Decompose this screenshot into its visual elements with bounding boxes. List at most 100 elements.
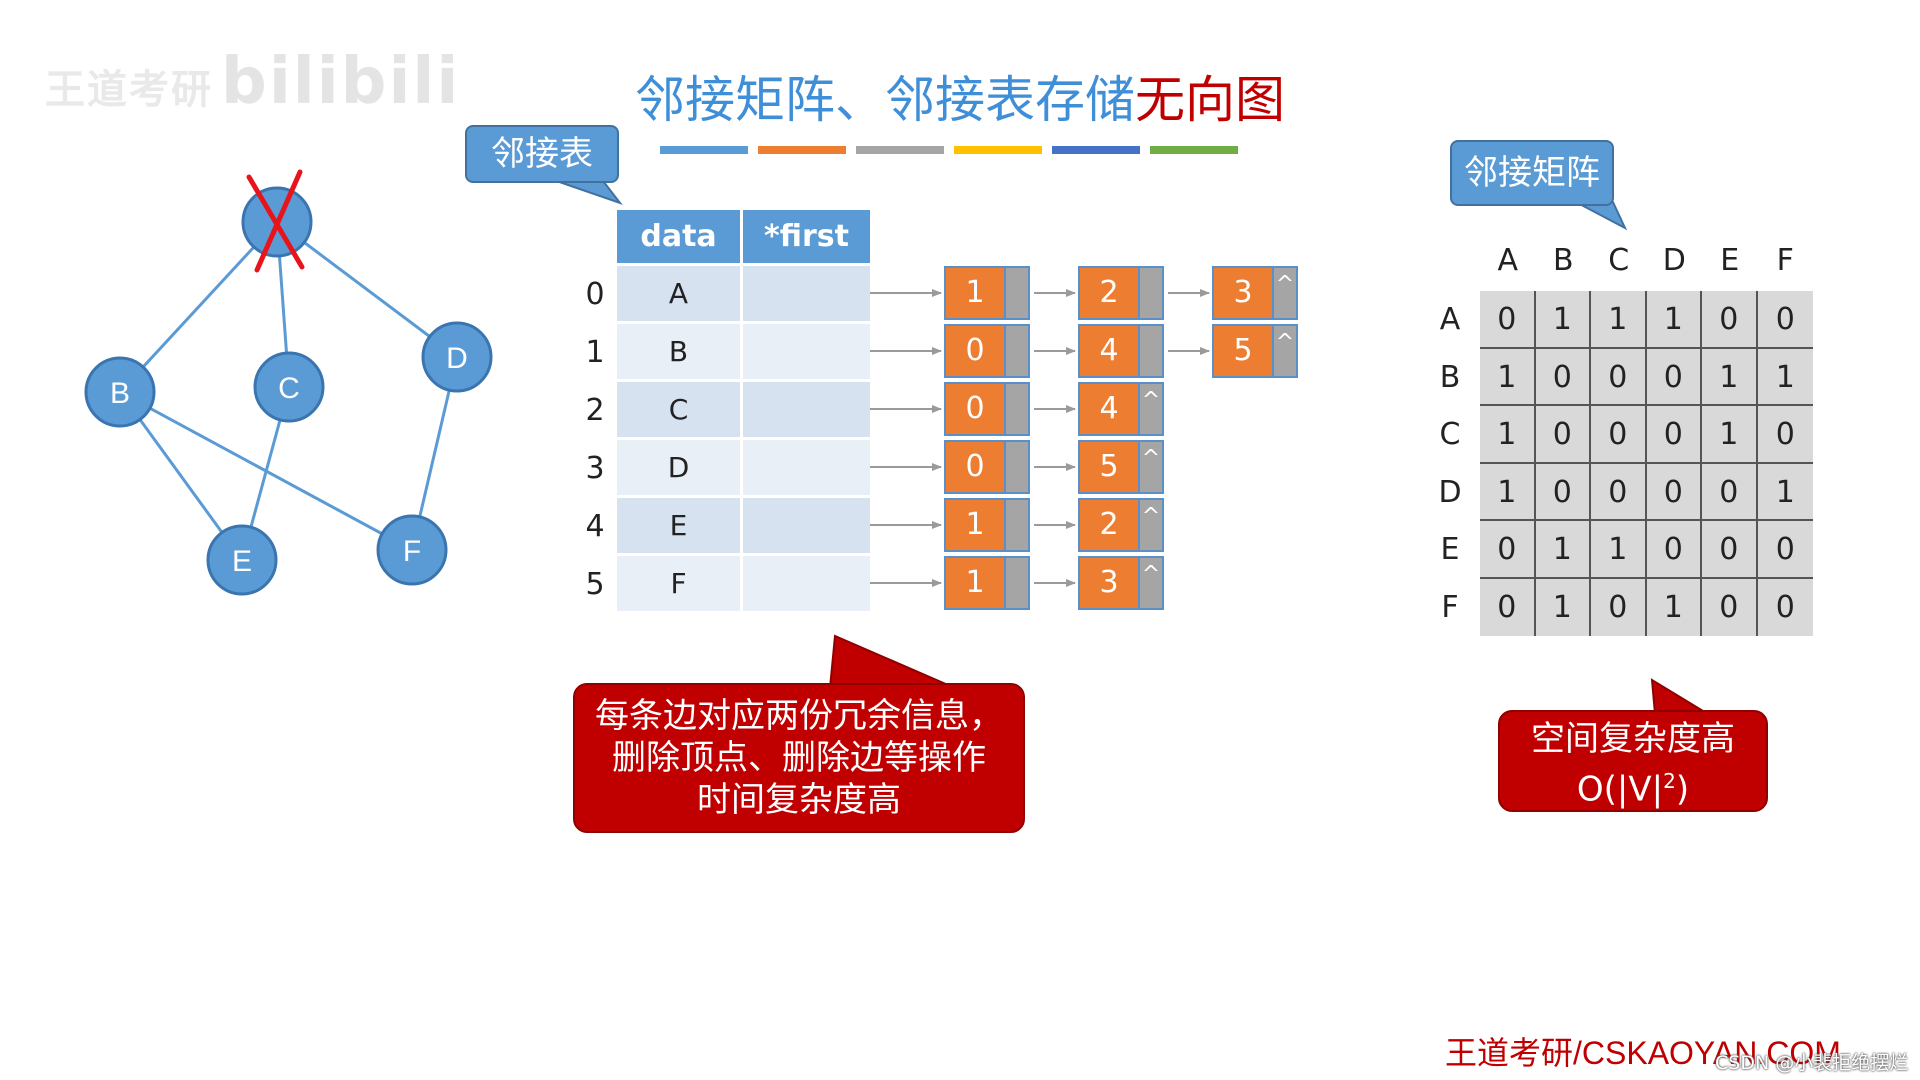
null-pointer: ^ — [1138, 384, 1162, 434]
list-node-adjvex: 5 — [1214, 326, 1272, 376]
matrix-cell: 0 — [1702, 521, 1758, 579]
vertex-label: E — [232, 545, 252, 578]
next-pointer — [1004, 558, 1028, 608]
first-pointer-cell — [743, 382, 870, 437]
adj-matrix-callout: 邻接矩阵 — [1450, 140, 1614, 206]
color-bar-segment — [660, 146, 748, 154]
vertex-b — [84, 356, 156, 428]
matrix-row-label: C — [1439, 417, 1461, 452]
adj-list-callout: 邻接表 — [465, 125, 619, 183]
matrix-cell: 0 — [1591, 348, 1647, 406]
list-node-adjvex: 0 — [946, 326, 1004, 376]
bilibili-logo: bilibili — [221, 45, 461, 119]
matrix-cell: 0 — [1535, 406, 1591, 464]
next-pointer — [1004, 500, 1028, 550]
matrix-cell: 1 — [1535, 521, 1591, 579]
list-node-adjvex: 4 — [1080, 384, 1138, 434]
list-node: 0 — [944, 324, 1030, 378]
matrix-cell: 1 — [1591, 521, 1647, 579]
adj-list-note-line1: 每条边对应两份冗余信息， — [595, 696, 1003, 736]
matrix-cell: 0 — [1757, 291, 1813, 349]
null-pointer: ^ — [1138, 500, 1162, 550]
matrix-cell: 1 — [1480, 348, 1536, 406]
matrix-cell: 0 — [1775, 589, 1795, 625]
list-node-adjvex: 2 — [1080, 500, 1138, 550]
vertex-data-cell: A — [617, 266, 740, 321]
null-pointer: ^ — [1272, 326, 1296, 376]
list-node: 1 — [944, 266, 1030, 320]
list-node: 1 — [944, 556, 1030, 610]
adj-matrix-callout-label: 邻接矩阵 — [1464, 153, 1600, 193]
matrix-col-label: B — [1552, 243, 1574, 278]
adj-list-callout-label: 邻接表 — [491, 134, 593, 174]
matrix-cell: 0 — [1591, 406, 1647, 464]
title-blue-part: 邻接矩阵、邻接表存储 — [635, 71, 1135, 129]
page-title: 邻接矩阵、邻接表存储无向图 — [0, 60, 1920, 132]
footer-site: 王道考研/CSKAOYAN.COM — [1445, 1035, 1841, 1071]
first-pointer-cell — [743, 498, 870, 553]
list-node: 4^ — [1078, 382, 1164, 436]
color-bar-segment — [1150, 146, 1238, 154]
matrix-cell: 0 — [1702, 463, 1758, 521]
matrix-col-label: A — [1497, 243, 1519, 278]
adj-matrix-note-line1: 空间复杂度高 — [1531, 719, 1735, 759]
next-pointer — [1138, 268, 1162, 318]
matrix-cell: 0 — [1646, 521, 1702, 579]
matrix-cell: 0 — [1646, 406, 1702, 464]
list-node: 0 — [944, 440, 1030, 494]
adj-matrix-note: 空间复杂度高 O(|V|2) — [1498, 710, 1768, 812]
vertex-data-cell: B — [617, 324, 740, 379]
first-pointer-cell — [743, 324, 870, 379]
list-node: 1 — [944, 498, 1030, 552]
matrix-cell: 1 — [1591, 291, 1647, 349]
row-index: 4 — [585, 509, 605, 544]
adj-matrix-note-line2: O(|V|2) — [1576, 769, 1690, 810]
matrix-col-label: C — [1608, 243, 1630, 278]
vertex-e — [206, 524, 278, 596]
vertex-f — [376, 514, 448, 586]
list-node-adjvex: 1 — [946, 268, 1004, 318]
next-pointer — [1138, 326, 1162, 376]
matrix-row-label: A — [1439, 302, 1461, 337]
matrix-cell: 0 — [1702, 578, 1758, 636]
list-node-adjvex: 0 — [946, 442, 1004, 492]
matrix-row-label: E — [1440, 532, 1460, 567]
null-pointer: ^ — [1138, 442, 1162, 492]
watermark-text: 王道考研 — [45, 67, 213, 113]
first-pointer-cell — [743, 556, 870, 611]
matrix-cell: 0 — [1591, 578, 1647, 636]
matrix-cell: 1 — [1702, 348, 1758, 406]
row-index: 3 — [585, 451, 605, 486]
list-node-adjvex: 4 — [1080, 326, 1138, 376]
matrix-grid-bg — [1480, 291, 1813, 636]
list-node: 2^ — [1078, 498, 1164, 552]
next-pointer — [1004, 326, 1028, 376]
vertex-d — [421, 321, 493, 393]
delete-cross-icon — [254, 169, 303, 273]
list-node: 5^ — [1078, 440, 1164, 494]
vertex-label: F — [403, 535, 421, 568]
vertex-label: C — [278, 372, 300, 405]
matrix-cell: 1 — [1757, 464, 1813, 521]
first-pointer-cell — [743, 266, 870, 321]
null-pointer: ^ — [1272, 268, 1296, 318]
matrix-cell: 1 — [1646, 291, 1702, 349]
vertex-data-cell: C — [617, 382, 740, 437]
next-pointer — [1004, 442, 1028, 492]
list-node: 2 — [1078, 266, 1164, 320]
adj-list-note-line3: 时间复杂度高 — [697, 780, 901, 820]
list-node: 3^ — [1078, 556, 1164, 610]
color-bar-segment — [856, 146, 944, 154]
row-index: 2 — [585, 393, 605, 428]
vertex-c — [253, 351, 325, 423]
adj-list-note: 每条边对应两份冗余信息， 删除顶点、删除边等操作 时间复杂度高 — [573, 683, 1025, 833]
vertex-data-cell: E — [617, 498, 740, 553]
matrix-col-label: D — [1662, 243, 1686, 278]
row-index: 5 — [585, 567, 605, 602]
row-index: 1 — [585, 335, 605, 370]
list-node-adjvex: 2 — [1080, 268, 1138, 318]
matrix-cell: 1 — [1480, 463, 1536, 521]
matrix-cell: 1 — [1647, 578, 1702, 636]
color-bar — [660, 146, 1238, 154]
